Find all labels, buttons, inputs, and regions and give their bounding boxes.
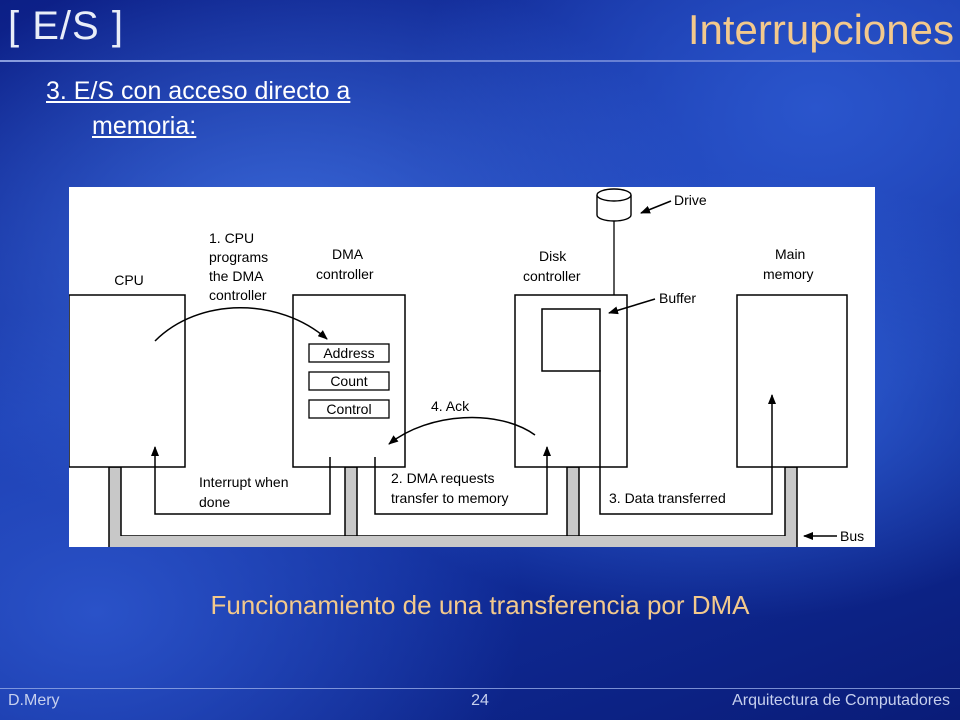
section-tag: [ E/S ] [8,4,124,48]
memory-label-1: Main [775,246,805,262]
main-memory-box [736,294,848,468]
disk-label-2: controller [523,268,581,284]
step2-line2: transfer to memory [391,490,508,506]
header-divider [0,60,960,62]
figure-caption: Funcionamiento de una transferencia por … [210,590,750,620]
bus-label: Bus [840,528,864,544]
bus-stub-dma [344,466,358,537]
register-count [308,371,390,391]
arrow-drive [640,200,672,214]
bullet-text: 3. E/S con acceso directo a memoria: [46,74,466,144]
dma-label-1: DMA [332,246,364,262]
drive-label: Drive [674,192,707,208]
interrupt-line2: done [199,494,230,510]
step2-line1: 2. DMA requests [391,470,495,486]
arrow-buffer [608,298,656,315]
dma-diagram-svg: Address Count Control CPU DMA controller… [69,188,864,547]
step1-line4: controller [209,287,267,303]
cpu-label: CPU [114,272,144,288]
bus-stub-disk [566,466,580,537]
bullet-line-2: memoria: [92,112,197,140]
buffer-box [541,308,601,372]
buffer-label: Buffer [659,290,696,306]
step1-line2: programs [209,249,268,265]
cpu-box [69,294,186,468]
arrow-step2-request [374,446,551,515]
drive-icon [596,188,632,222]
step4-label: 4. Ack [431,398,470,414]
footer-author: D.Mery [8,692,60,709]
bus-inner-fill [110,536,796,547]
slide-title: Interrupciones [687,6,954,53]
register-address-label: Address [323,345,374,361]
register-control-label: Control [326,401,371,417]
disk-label-1: Disk [539,248,567,264]
step1-line3: the DMA [209,268,264,284]
bullet-line-1: 3. E/S con acceso directo a [46,77,351,105]
dma-diagram: Address Count Control CPU DMA controller… [69,187,875,547]
register-count-label: Count [330,373,367,389]
memory-label-2: memory [763,266,814,282]
footer-course: Arquitectura de Computadores [732,692,950,709]
arrow-step4-ack [388,416,536,445]
register-control [308,399,390,419]
arrow-step3-data [599,370,776,515]
step1-line1: 1. CPU [209,230,254,246]
register-address [308,343,390,363]
arrow-step1 [154,307,328,342]
footer-page-number: 24 [471,692,489,709]
dma-label-2: controller [316,266,374,282]
interrupt-line1: Interrupt when [199,474,289,490]
arrow-interrupt [151,446,331,515]
step3-label: 3. Data transferred [609,490,726,506]
footer-divider [0,688,960,689]
